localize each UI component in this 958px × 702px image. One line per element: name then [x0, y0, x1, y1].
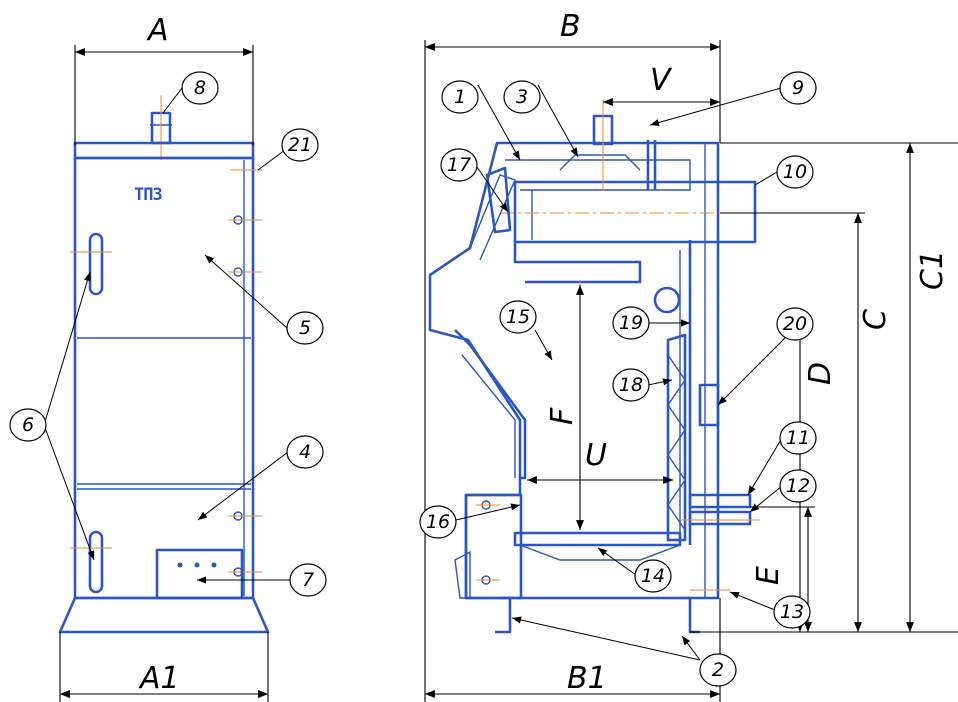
callout-21: 21: [288, 134, 312, 156]
dim-label-C1: C1: [915, 250, 950, 290]
dim-label-A: A: [146, 13, 169, 48]
dim-label-E: E: [751, 566, 786, 585]
callout-13: 13: [780, 601, 804, 623]
dim-label-F: F: [545, 407, 580, 425]
dim-label-B: B: [560, 9, 581, 44]
callout-3: 3: [516, 86, 528, 108]
boiler-body: [73, 156, 255, 600]
callout-8: 8: [194, 77, 206, 99]
flue-pipe: [513, 180, 757, 244]
callout-7: 7: [302, 569, 314, 591]
callout-5: 5: [299, 317, 311, 339]
outer-casing: [428, 141, 720, 600]
callout-2: 2: [712, 659, 724, 681]
ash-door: [464, 493, 523, 600]
top-cover: [73, 141, 255, 160]
air-regulator-plate: [155, 548, 244, 600]
loading-door: [485, 166, 512, 234]
front-leg: [680, 596, 700, 634]
callout-15: 15: [506, 306, 530, 328]
return-pipe-upper: [688, 493, 752, 509]
dim-label-C: C: [858, 309, 893, 330]
water-jacket: [666, 333, 687, 542]
grate: [513, 531, 682, 547]
callout-4: 4: [299, 441, 311, 463]
callout-14: 14: [641, 565, 665, 587]
side-plate: [698, 383, 720, 427]
return-pipe-lower: [688, 510, 752, 526]
side-section-view: [428, 100, 760, 634]
callout-16: 16: [426, 511, 450, 533]
callout-6: 6: [22, 414, 34, 436]
callout-18: 18: [619, 374, 643, 396]
dimension-labels: A A1 B B1 V C1 C D E F U: [138, 9, 950, 696]
callout-17: 17: [447, 154, 471, 176]
callout-20: 20: [783, 313, 807, 335]
callouts: 1 2 3 4 5 6 7 8 9 10 11 12 13 14 15 16 1: [9, 71, 817, 687]
callout-1: 1: [454, 86, 466, 108]
dim-label-V: V: [650, 63, 673, 98]
dim-label-A1: A1: [138, 661, 180, 696]
dim-label-D: D: [803, 362, 838, 385]
callout-19: 19: [619, 312, 643, 334]
dim-label-U: U: [585, 438, 607, 473]
dim-label-B1: B1: [567, 661, 607, 696]
rear-leg: [495, 596, 512, 634]
upper-door-handle: [88, 232, 104, 296]
front-view: ТПЗ: [58, 95, 270, 634]
inspection-port: [653, 286, 681, 314]
front-base: [58, 596, 270, 634]
lower-door-handle: [88, 530, 104, 594]
callout-9: 9: [792, 77, 804, 99]
callout-10: 10: [783, 161, 807, 183]
callout-12: 12: [786, 475, 810, 497]
brand-logo: ТПЗ: [134, 185, 162, 205]
callout-11: 11: [786, 427, 810, 449]
